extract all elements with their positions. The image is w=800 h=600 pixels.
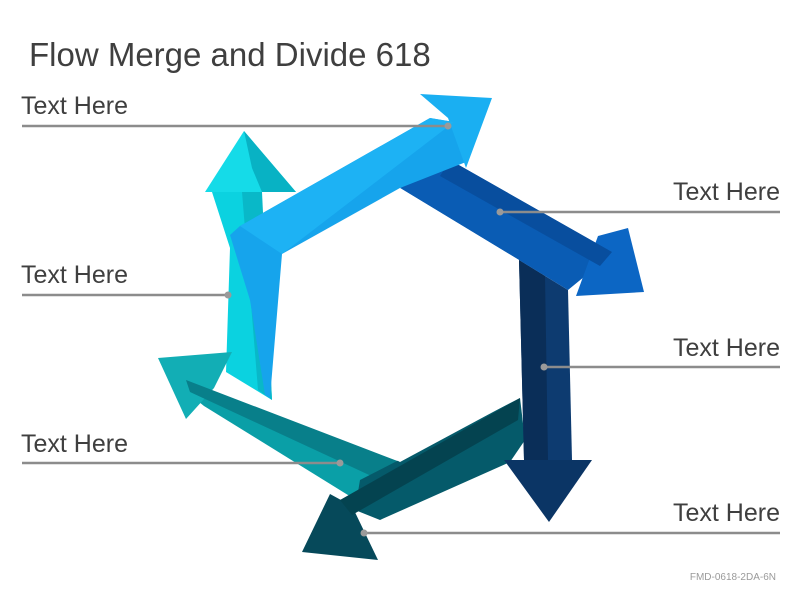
connector-lines (22, 124, 780, 535)
dot-middle-right (540, 363, 548, 371)
dot-bottom-left (336, 459, 344, 467)
label-top-left: Text Here (21, 92, 128, 120)
center-hexagon (282, 188, 519, 462)
dark-teal-down-left-arrow (302, 398, 525, 560)
slide-title: Flow Merge and Divide 618 (29, 36, 431, 73)
label-middle-left: Text Here (21, 261, 128, 289)
dot-top-left (444, 122, 452, 130)
dot-bottom-right (360, 529, 368, 537)
label-bottom-left: Text Here (21, 430, 128, 458)
connector-dots (224, 122, 548, 537)
label-bottom-right: Text Here (673, 499, 780, 527)
dot-top-right (496, 208, 504, 216)
teal-up-left-arrow (158, 352, 400, 500)
navy-down-arrow (504, 260, 592, 522)
dot-middle-left (224, 291, 232, 299)
footer-code: FMD-0618-2DA-6N (689, 572, 776, 583)
label-middle-right: Text Here (673, 334, 780, 362)
label-top-right: Text Here (673, 178, 780, 206)
